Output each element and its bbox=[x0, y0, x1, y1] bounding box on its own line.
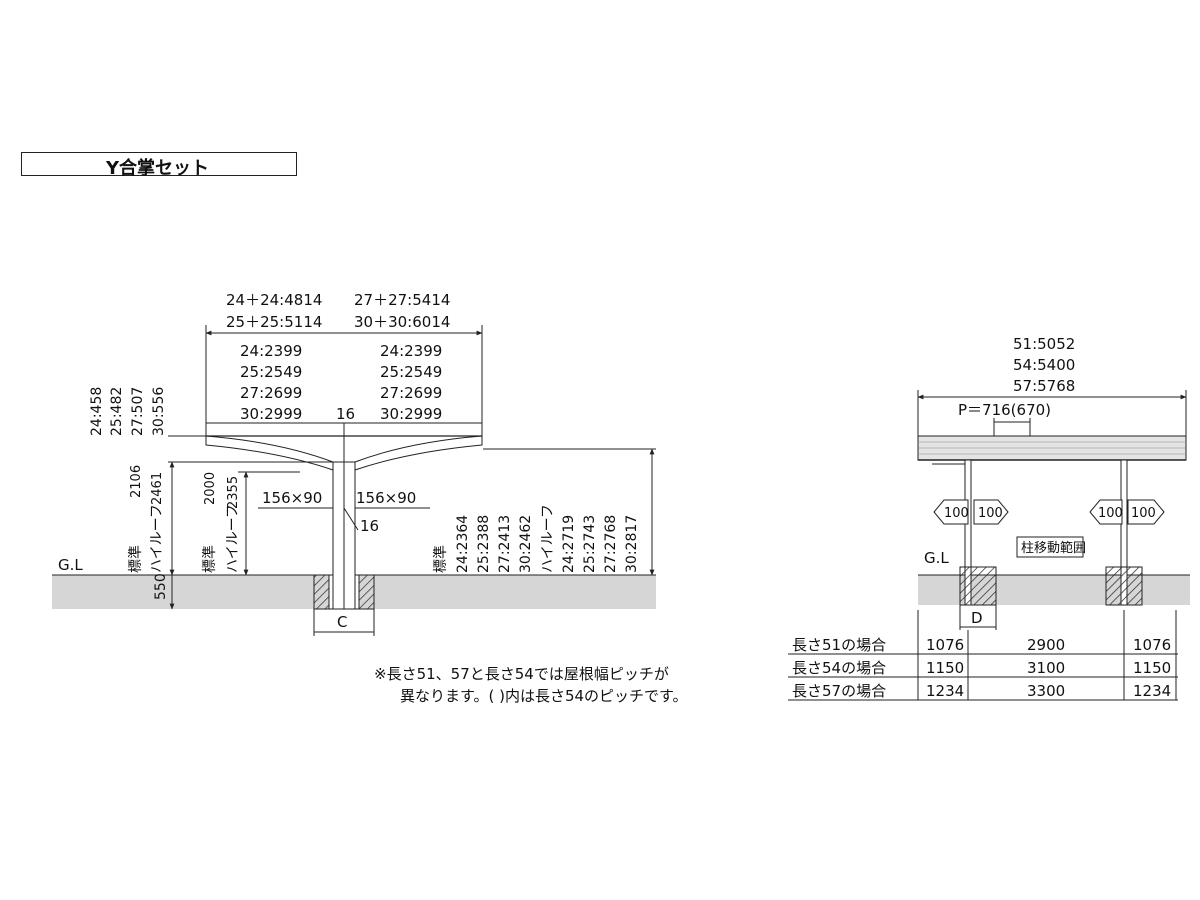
side-gl-label: G.L bbox=[924, 549, 949, 567]
diagram-title: Y合掌セット bbox=[106, 158, 210, 179]
front-view bbox=[52, 325, 656, 636]
side-length-2: 54:5400 bbox=[1013, 356, 1075, 374]
range-left-a: 100 bbox=[944, 506, 969, 521]
table-row-3-a: 1234 bbox=[926, 682, 964, 700]
total-hi-3: 27:2768 bbox=[603, 515, 619, 573]
title-box: Y合掌セット bbox=[21, 152, 297, 179]
side-foundation-left bbox=[959, 566, 997, 606]
pitch-note: ※長さ51、57と長さ54では屋根幅ピッチが 異なります。( )内は長さ54のピ… bbox=[374, 663, 688, 707]
side-length-1: 51:5052 bbox=[1013, 335, 1075, 353]
overall-width-4: 30＋30:6014 bbox=[354, 313, 450, 331]
overall-width-3: 27＋27:5414 bbox=[354, 291, 450, 309]
total-hi-2: 25:2743 bbox=[582, 515, 598, 573]
table-row-2-c: 1150 bbox=[1133, 659, 1171, 677]
inner-height-std: 2000 bbox=[203, 472, 218, 505]
side-roof-grid bbox=[918, 441, 1186, 455]
total-std-2: 25:2388 bbox=[476, 515, 492, 573]
table-row-1-b: 2900 bbox=[1027, 636, 1065, 654]
overall-width-2: 25＋25:5114 bbox=[226, 313, 322, 331]
side-ground-band bbox=[918, 575, 1190, 605]
half-left-3: 27:2699 bbox=[240, 384, 302, 402]
label-std-inner: 標準 bbox=[202, 545, 218, 573]
table-row-3-c: 1234 bbox=[1133, 682, 1171, 700]
table-row-2-b: 3100 bbox=[1027, 659, 1065, 677]
overall-width-1: 24＋24:4814 bbox=[226, 291, 322, 309]
range-right-b: 100 bbox=[1131, 506, 1156, 521]
half-left-4: 30:2999 bbox=[240, 405, 302, 423]
post-section-left: 156×90 bbox=[262, 489, 322, 507]
note-line-2: 異なります。( )内は長さ54のピッチです。 bbox=[400, 687, 688, 705]
table-row-3-label: 長さ57の場合 bbox=[792, 682, 886, 700]
side-view bbox=[788, 390, 1190, 701]
post-gap: 16 bbox=[360, 517, 379, 535]
half-right-3: 27:2699 bbox=[380, 384, 442, 402]
label-std-outer: 標準 bbox=[128, 545, 144, 573]
table-row-2-a: 1150 bbox=[926, 659, 964, 677]
post-section-right: 156×90 bbox=[356, 489, 416, 507]
half-right-1: 24:2399 bbox=[380, 342, 442, 360]
label-hi-inner: ハイルーフ bbox=[225, 504, 241, 573]
half-left-1: 24:2399 bbox=[240, 342, 302, 360]
roof-drop-4: 30:556 bbox=[151, 387, 167, 436]
outer-height-hi: 2461 bbox=[150, 472, 165, 505]
range-label-box bbox=[1016, 536, 1084, 558]
gap-leader bbox=[343, 507, 359, 531]
table-row-1-label: 長さ51の場合 bbox=[792, 636, 886, 654]
range-label: 柱移動範囲 bbox=[1021, 541, 1086, 556]
range-arrow-left-a bbox=[933, 499, 969, 525]
total-std-3: 27:2413 bbox=[497, 515, 513, 573]
half-right-4: 30:2999 bbox=[380, 405, 442, 423]
roof-drop-3: 27:507 bbox=[130, 387, 146, 436]
table-row-3-b: 3300 bbox=[1027, 682, 1065, 700]
label-hi-outer: ハイルーフ bbox=[149, 504, 165, 573]
front-gl-label: G.L bbox=[58, 556, 83, 574]
inner-height-hi: 2355 bbox=[226, 476, 241, 509]
range-arrow-right-b bbox=[1127, 499, 1165, 525]
side-view-text: 51:5052 54:5400 57:5768 P＝716(670) 100 1… bbox=[792, 335, 1171, 700]
table-row-2-label: 長さ54の場合 bbox=[792, 659, 886, 677]
total-hi-1: 24:2719 bbox=[561, 515, 577, 573]
note-line-1: ※長さ51、57と長さ54では屋根幅ピッチが bbox=[374, 665, 669, 683]
foundation-depth: 550 bbox=[153, 573, 169, 600]
range-left-b: 100 bbox=[978, 506, 1003, 521]
roof-drop-2: 25:482 bbox=[109, 387, 125, 436]
total-hi-label: ハイルーフ bbox=[540, 504, 556, 573]
range-arrow-right-a bbox=[1089, 499, 1123, 525]
total-std-1: 24:2364 bbox=[455, 515, 471, 573]
side-foundation-right bbox=[1105, 566, 1143, 606]
half-right-2: 25:2549 bbox=[380, 363, 442, 381]
table-row-1-c: 1076 bbox=[1133, 636, 1171, 654]
front-view-text: 24＋24:4814 25＋25:5114 27＋27:5414 30＋30:6… bbox=[58, 291, 640, 631]
outer-height-std: 2106 bbox=[129, 465, 144, 498]
range-arrow-left-b bbox=[973, 499, 1009, 525]
roof-drop-1: 24:458 bbox=[89, 387, 105, 436]
pitch-label: P＝716(670) bbox=[958, 401, 1051, 419]
total-std-4: 30:2462 bbox=[518, 515, 534, 573]
range-right-a: 100 bbox=[1098, 506, 1123, 521]
total-std-label: 標準 bbox=[433, 545, 449, 573]
front-foundation-label: C bbox=[337, 613, 347, 631]
left-beam bbox=[205, 435, 334, 471]
side-length-3: 57:5768 bbox=[1013, 377, 1075, 395]
half-left-2: 25:2549 bbox=[240, 363, 302, 381]
total-hi-4: 30:2817 bbox=[624, 515, 640, 573]
right-beam bbox=[354, 435, 483, 471]
side-foundation-label: D bbox=[971, 609, 983, 627]
table-row-1-a: 1076 bbox=[926, 636, 964, 654]
center-dim-label: 16 bbox=[336, 405, 355, 423]
